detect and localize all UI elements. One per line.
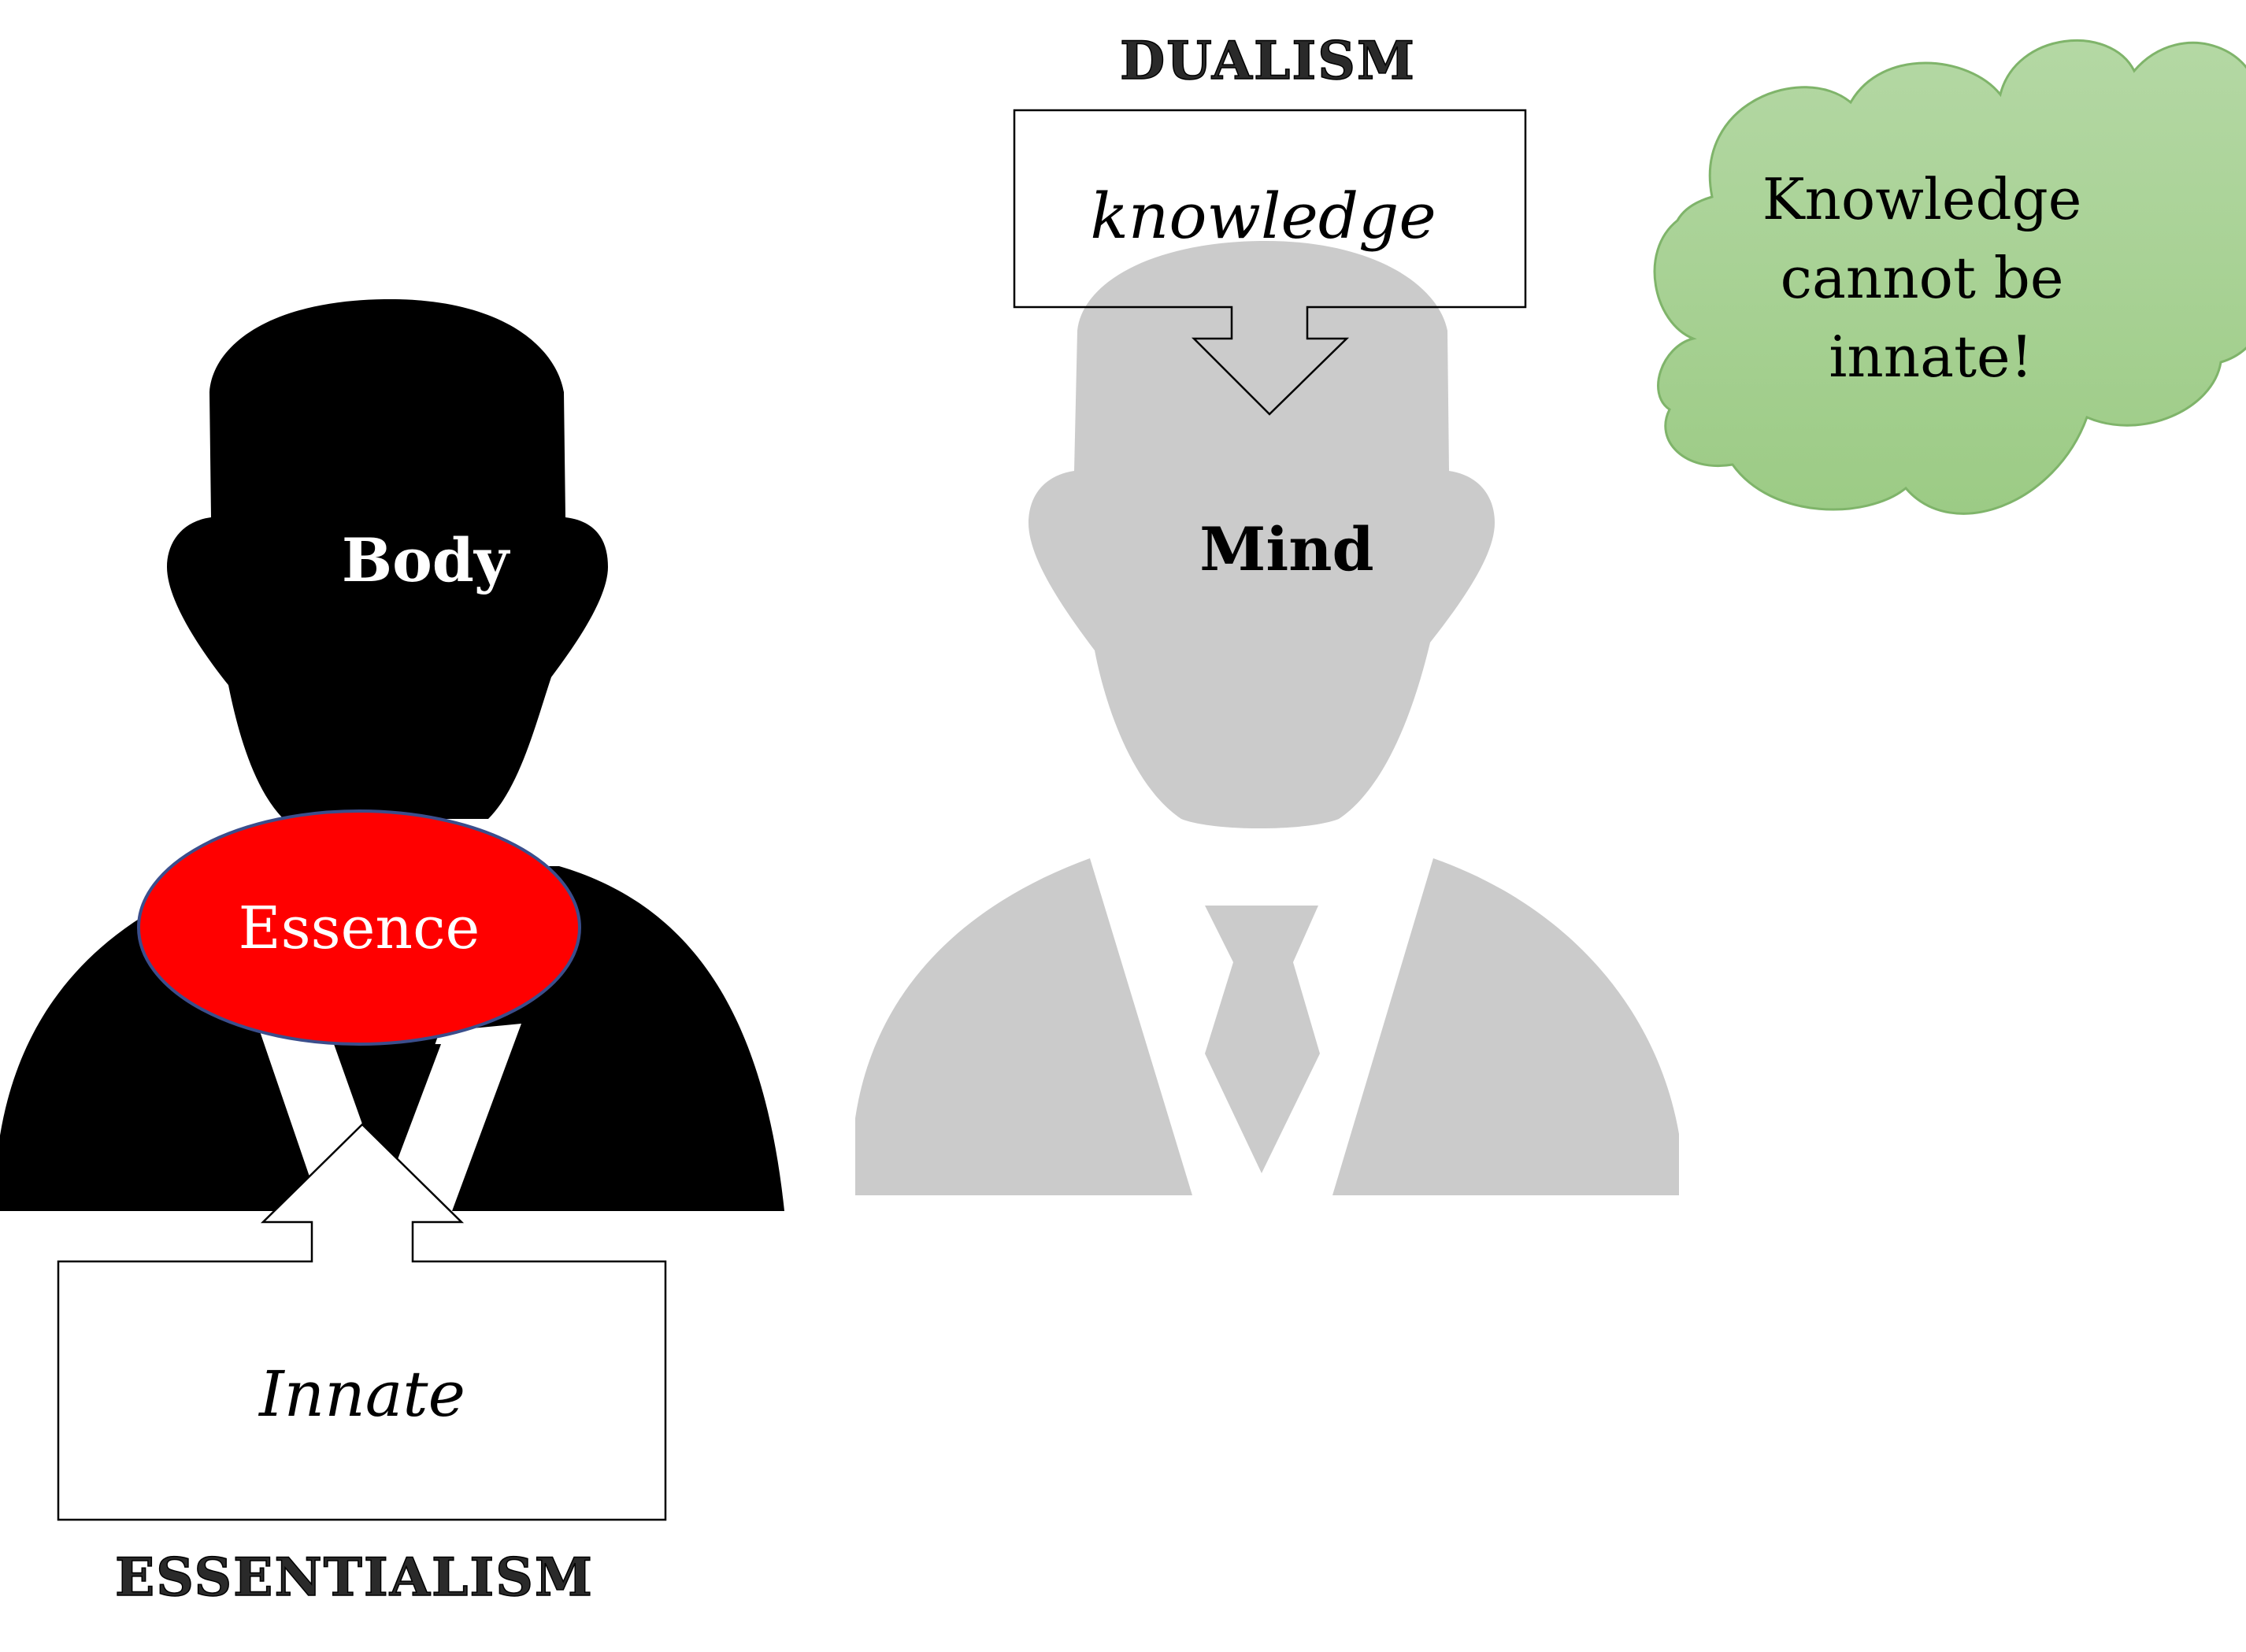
mind-label: Mind xyxy=(1199,514,1373,584)
essence-label: Essence xyxy=(239,895,480,962)
innate-label: Innate xyxy=(258,1358,465,1431)
knowledge-callout[interactable]: knowledge xyxy=(1013,109,1527,416)
body-figure-head xyxy=(167,298,608,819)
knowledge-callout-shape[interactable] xyxy=(1013,109,1527,416)
thought-cloud-shape[interactable] xyxy=(1653,39,2246,515)
knowledge-label: knowledge xyxy=(1090,180,1436,253)
dualism-title: DUALISM xyxy=(1120,30,1416,91)
cloud-line-2: cannot be xyxy=(1781,245,2064,311)
body-figure: Body xyxy=(0,298,784,1211)
body-figure-tie xyxy=(334,1044,441,1191)
essence-ellipse[interactable] xyxy=(137,809,581,1046)
mind-figure-left-shoulder xyxy=(855,858,1192,1195)
innate-callout[interactable]: Innate xyxy=(57,1123,667,1521)
essentialism-title: ESSENTIALISM xyxy=(115,1546,594,1608)
innate-callout-shape[interactable] xyxy=(57,1123,667,1521)
body-label: Body xyxy=(342,525,510,595)
cloud-line-1: Knowledge xyxy=(1762,166,2082,232)
mind-figure-right-shoulder xyxy=(1332,858,1679,1195)
cloud-line-3: innate! xyxy=(1829,324,2033,390)
mind-figure-head xyxy=(1028,240,1495,828)
mind-figure-tie xyxy=(1205,906,1320,1173)
cloud-text: Knowledge cannot be innate! xyxy=(1762,166,2100,390)
thought-cloud[interactable]: Knowledge cannot be innate! xyxy=(1653,39,2246,515)
essence-node[interactable]: Essence xyxy=(137,809,581,1046)
mind-figure: Mind xyxy=(855,240,1679,1195)
